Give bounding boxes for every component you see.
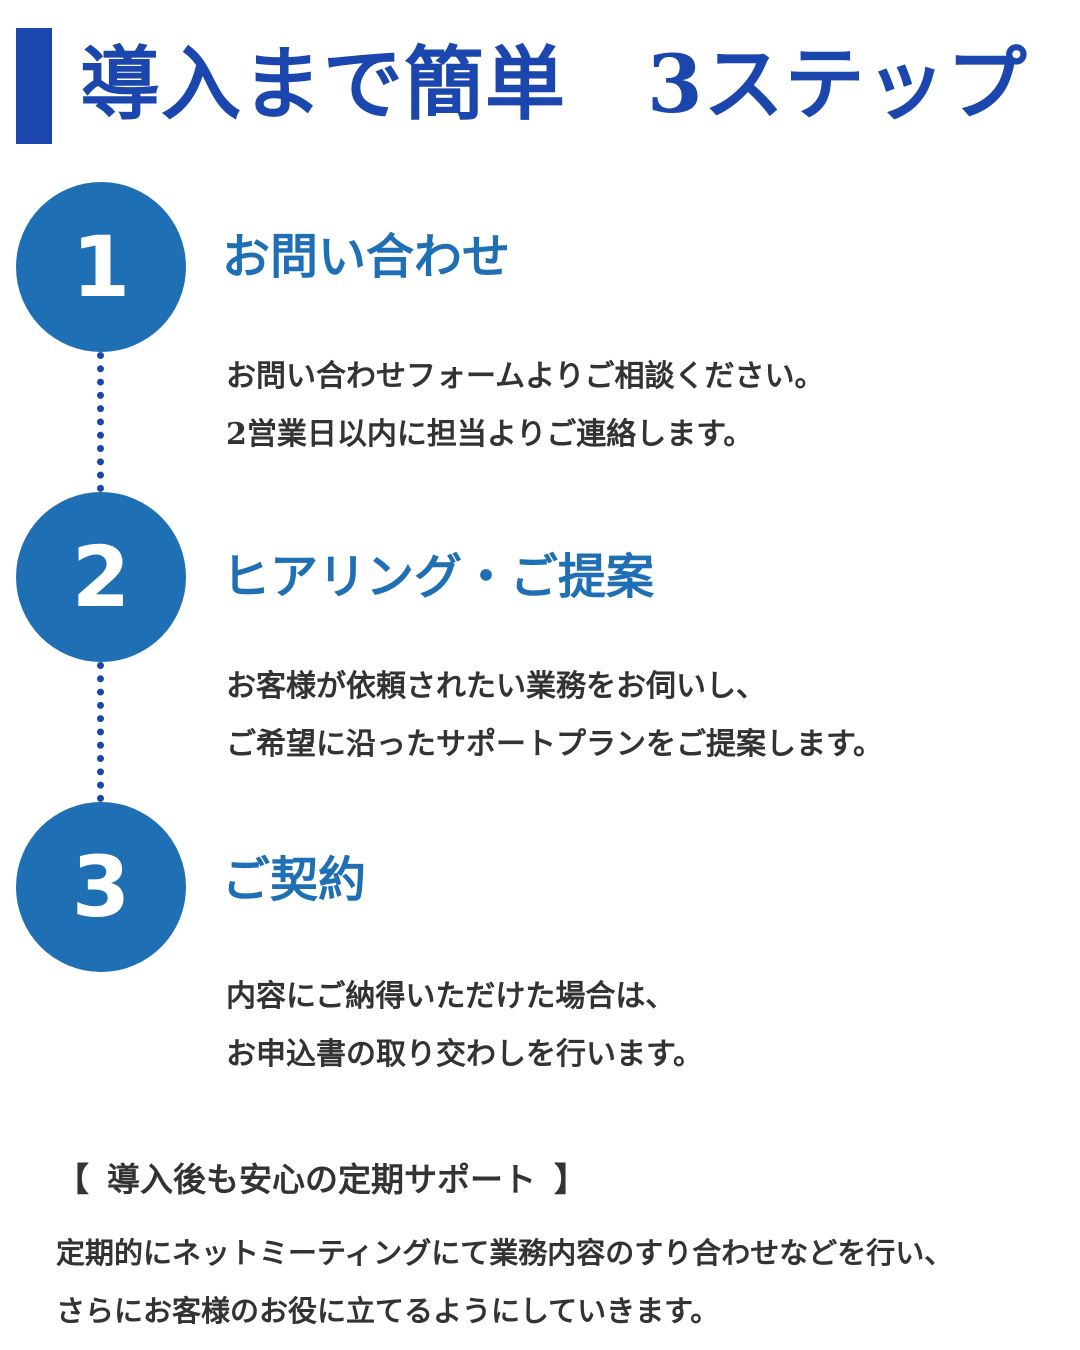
support-description: 定期的にネットミーティングにて業務内容のすり合わせなどを行い、 さらにお客様のお…: [56, 1224, 953, 1340]
step-2-description-line-2: ご希望に沿ったサポートプランをご提案します。: [226, 727, 883, 762]
step-3-description: 内容にご納得いただけた場合は、 お申込書の取り交わしを行います。: [226, 968, 703, 1084]
support-heading-bracket-close: 】: [554, 1160, 587, 1199]
step-3-number-badge: 3: [16, 802, 186, 972]
step-1-description-line-1: お問い合わせフォームよりご相談ください。: [226, 359, 825, 394]
step-2-description: お客様が依頼されたい業務をお伺いし、 ご希望に沿ったサポートプランをご提案します…: [226, 658, 883, 774]
support-description-line-1: 定期的にネットミーティングにて業務内容のすり合わせなどを行い、: [56, 1236, 954, 1270]
step-connector-1-2: [97, 352, 104, 492]
step-1-description: お問い合わせフォームよりご相談ください。 2営業日以内に担当よりご連絡します。: [226, 348, 825, 464]
step-2-title: ヒアリング・ご提案: [222, 549, 655, 605]
step-1-description-line-2: 2営業日以内に担当よりご連絡します。: [226, 417, 754, 452]
step-2-number-badge: 2: [16, 492, 186, 662]
step-3-title: ご契約: [222, 852, 367, 908]
support-heading-text: 導入後も安心の定期サポート: [107, 1160, 536, 1199]
step-1-number-badge: 1: [16, 182, 186, 352]
step-3-description-line-1: 内容にご納得いただけた場合は、: [226, 979, 676, 1014]
page-title: 導入まで簡単 3ステップ: [80, 37, 1028, 131]
step-2-description-line-1: お客様が依頼されたい業務をお伺いし、: [226, 669, 766, 704]
step-3-description-line-2: お申込書の取り交わしを行います。: [226, 1037, 703, 1072]
title-accent-bar: [16, 28, 52, 144]
support-heading: 【導入後も安心の定期サポート】: [56, 1150, 587, 1210]
support-description-line-2: さらにお客様のお役に立てるようにしていきます。: [56, 1294, 720, 1328]
step-connector-2-3: [97, 662, 104, 802]
support-heading-bracket-open: 【: [56, 1160, 89, 1199]
step-1-title: お問い合わせ: [222, 229, 511, 285]
